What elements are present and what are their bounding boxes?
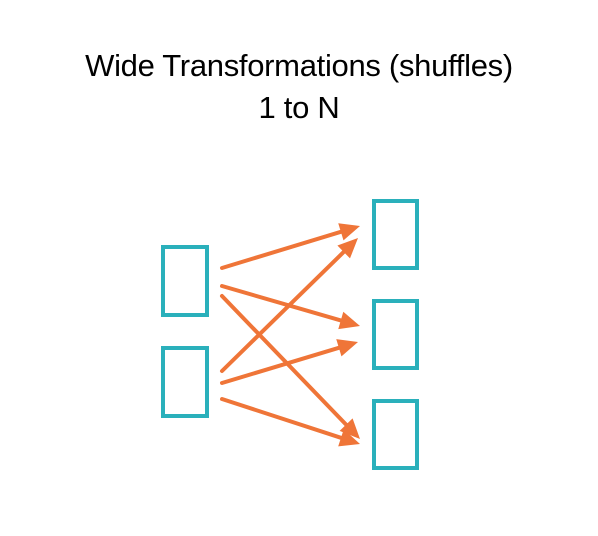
arrow-shaft: [220, 397, 343, 440]
arrow-head: [338, 311, 360, 330]
arrow-shaft: [220, 229, 343, 270]
arrow-shaft: [220, 249, 346, 373]
arrow-head: [338, 223, 360, 241]
input-partition-2: [161, 346, 209, 418]
partition-group: [161, 199, 419, 470]
arrow-input-partition-2-to-output-partition-2: [220, 339, 358, 385]
output-partition-2: [372, 299, 419, 370]
output-partition-1: [372, 199, 419, 270]
arrow-input-partition-2-to-output-partition-3: [220, 397, 360, 447]
arrow-input-partition-2-to-output-partition-1: [220, 238, 358, 373]
arrow-head: [338, 429, 360, 447]
edge-group: [220, 223, 360, 447]
arrow-input-partition-1-to-output-partition-1: [220, 223, 360, 270]
arrow-head: [336, 339, 358, 357]
arrow-shaft: [220, 294, 349, 427]
arrow-shaft: [220, 345, 341, 385]
arrow-input-partition-1-to-output-partition-2: [220, 284, 360, 330]
diagram-title: Wide Transformations (shuffles): [85, 48, 513, 83]
arrow-input-partition-1-to-output-partition-3: [220, 294, 360, 439]
arrow-shaft: [220, 284, 343, 323]
diagram-subtitle: 1 to N: [258, 90, 340, 125]
output-partition-3: [372, 399, 419, 470]
arrow-head: [339, 418, 360, 439]
arrow-head: [337, 238, 358, 259]
input-partition-1: [161, 245, 209, 317]
